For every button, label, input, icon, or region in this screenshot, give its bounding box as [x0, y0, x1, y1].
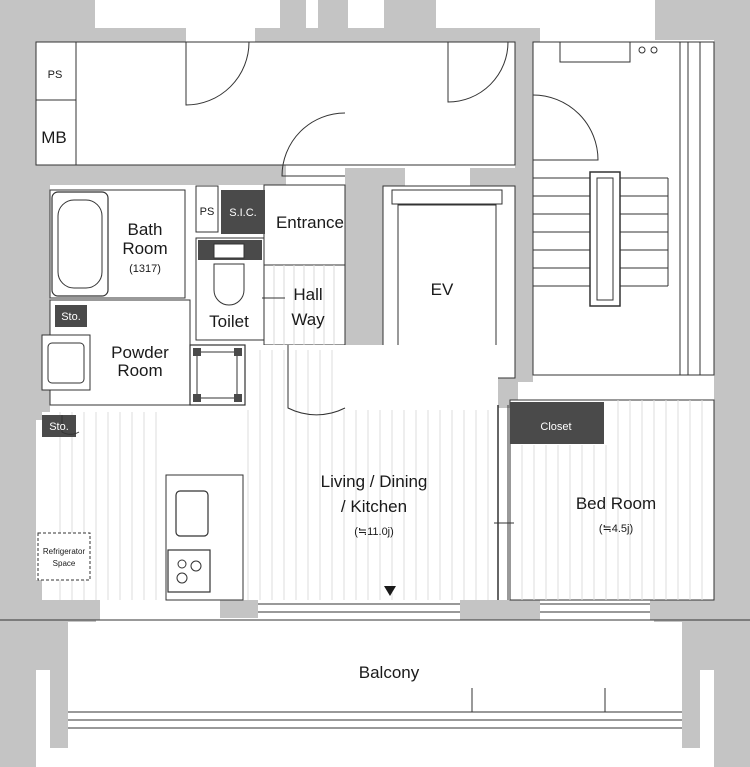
label-ev: EV — [431, 280, 454, 299]
label-sto-upper: Sto. — [61, 311, 81, 323]
label-ps-top: PS — [48, 69, 63, 81]
label-powder-2: Room — [117, 361, 162, 380]
label-sic: S.I.C. — [229, 207, 257, 219]
label-bed: Bed Room — [576, 494, 656, 513]
label-toilet: Toilet — [209, 312, 249, 331]
main-entrance-marker — [384, 586, 396, 596]
label-entrance: Entrance — [276, 213, 344, 232]
dark-fixtures — [42, 190, 604, 444]
kitchen — [37, 474, 244, 601]
label-ldk-size: (≒11.0j) — [354, 526, 394, 538]
common-corridor — [35, 41, 516, 166]
balcony-area — [68, 622, 682, 729]
label-powder-1: Powder — [111, 343, 169, 362]
label-balcony: Balcony — [359, 663, 420, 682]
label-mb: MB — [41, 128, 67, 147]
label-bath-1: Bath — [128, 220, 163, 239]
powder-room — [41, 299, 246, 406]
stair-core — [532, 41, 715, 376]
label-bed-size: (≒4.5j) — [599, 523, 633, 535]
label-ldk-2: / Kitchen — [341, 497, 407, 516]
label-fridge-2: Space — [53, 559, 76, 568]
toilet-room — [195, 237, 265, 341]
label-bath-size: (1317) — [129, 263, 161, 275]
label-fridge-1: Refrigerator — [43, 547, 86, 556]
bath-room — [49, 189, 186, 299]
label-sto-lower: Sto. — [49, 421, 69, 433]
ps-box-small — [195, 185, 219, 233]
label-bath-2: Room — [122, 239, 167, 258]
label-hall-1: Hall — [293, 285, 322, 304]
label-ldk-1: Living / Dining — [321, 472, 428, 491]
windows — [0, 603, 750, 621]
label-ps-small: PS — [200, 206, 215, 218]
doors — [61, 112, 346, 435]
label-closet: Closet — [540, 421, 571, 433]
label-hall-2: Way — [291, 310, 325, 329]
